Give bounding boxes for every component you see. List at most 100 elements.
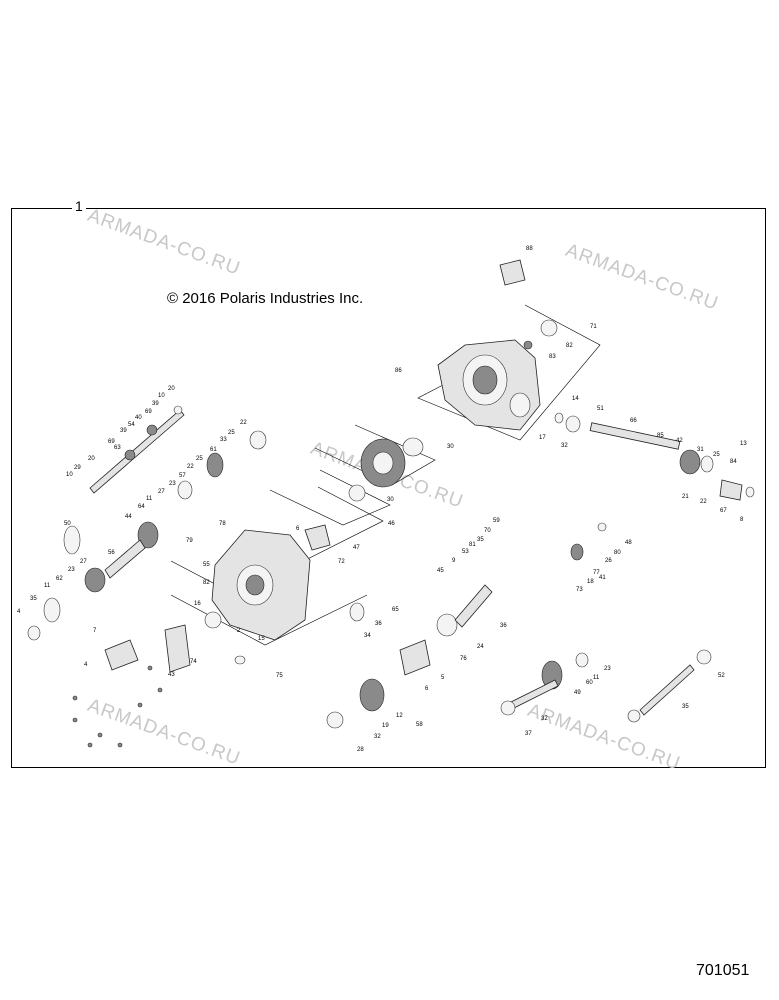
callout: 63 xyxy=(114,445,121,451)
callout: 52 xyxy=(718,673,725,679)
callout: 36 xyxy=(500,623,507,629)
callout: 32 xyxy=(541,716,548,722)
callout: 82 xyxy=(566,343,573,349)
callout: 49 xyxy=(574,690,581,696)
callout: 65 xyxy=(392,607,399,613)
callout: 34 xyxy=(364,633,371,639)
output-shaft-right xyxy=(554,412,755,501)
callout: 27 xyxy=(158,489,165,495)
callout: 84 xyxy=(730,459,737,465)
callout: 22 xyxy=(240,420,247,426)
callout: 12 xyxy=(396,713,403,719)
assembly-reference-number: 1 xyxy=(72,198,86,214)
callout: 35 xyxy=(30,596,37,602)
cover-plate xyxy=(104,624,191,673)
callout: 69 xyxy=(108,439,115,445)
callout: 13 xyxy=(740,441,747,447)
callout: 11 xyxy=(593,675,600,681)
case-group-bracket xyxy=(170,486,384,596)
callout: 72 xyxy=(338,559,345,565)
callout: 74 xyxy=(190,659,197,665)
callout: 59 xyxy=(493,518,500,524)
callout: 54 xyxy=(128,422,135,428)
callout: 32 xyxy=(561,443,568,449)
callout: 75 xyxy=(276,673,283,679)
callout: 48 xyxy=(625,540,632,546)
callout: 14 xyxy=(572,396,579,402)
callout: 4 xyxy=(84,662,88,668)
callout: 20 xyxy=(88,456,95,462)
callout: 36 xyxy=(375,621,382,627)
callout: 41 xyxy=(599,575,606,581)
callout: 70 xyxy=(484,528,491,534)
callout: 20 xyxy=(168,386,175,392)
callout: 69 xyxy=(145,409,152,415)
figure-number: 701051 xyxy=(696,962,750,979)
main-case-center xyxy=(204,524,331,665)
callout: 79 xyxy=(186,538,193,544)
callout: 50 xyxy=(64,521,71,527)
main-case-right xyxy=(437,259,558,431)
callout: 11 xyxy=(146,496,153,502)
callout: 61 xyxy=(210,447,217,453)
callout: 22 xyxy=(187,464,194,470)
callout: 29 xyxy=(74,465,81,471)
callout: 5 xyxy=(441,675,445,681)
callout: 33 xyxy=(220,437,227,443)
lower-right-shafts xyxy=(500,522,712,723)
callout: 47 xyxy=(353,545,360,551)
fastener-cluster xyxy=(72,665,163,748)
callout: 23 xyxy=(68,567,75,573)
callout: 42 xyxy=(676,438,683,444)
case-group-bracket xyxy=(170,594,368,646)
callout: 10 xyxy=(158,393,165,399)
callout: 6 xyxy=(425,686,429,692)
callout: 57 xyxy=(179,473,186,479)
callout: 11 xyxy=(44,583,51,589)
callout: 45 xyxy=(437,568,444,574)
callout: 43 xyxy=(168,672,175,678)
callout: 55 xyxy=(203,562,210,568)
callout: 56 xyxy=(108,550,115,556)
callout: 15 xyxy=(258,636,265,642)
callout: 7 xyxy=(93,628,97,634)
callout: 32 xyxy=(374,734,381,740)
callout: 23 xyxy=(169,481,176,487)
callout: 51 xyxy=(597,406,604,412)
callout: 82 xyxy=(203,580,210,586)
callout: 53 xyxy=(462,549,469,555)
callout: 76 xyxy=(460,656,467,662)
callout: 71 xyxy=(590,324,597,330)
callout: 58 xyxy=(416,722,423,728)
shift-fork-assembly xyxy=(89,405,185,494)
countershaft-gear-stack xyxy=(27,430,267,641)
callout: 18 xyxy=(587,579,594,585)
callout: 2 xyxy=(237,628,241,634)
callout: 30 xyxy=(387,497,394,503)
callout: 40 xyxy=(135,415,142,421)
callout: 39 xyxy=(120,428,127,434)
callout: 66 xyxy=(630,418,637,424)
lower-gear-set xyxy=(326,584,493,729)
callout: 81 xyxy=(469,542,476,548)
callout: 31 xyxy=(697,447,704,453)
callout: 83 xyxy=(549,354,556,360)
callout: 35 xyxy=(477,537,484,543)
callout: 30 xyxy=(447,444,454,450)
callout-labels: 88 71 82 83 86 14 51 66 17 32 85 42 31 2… xyxy=(17,246,747,753)
callout: 23 xyxy=(604,666,611,672)
callout: 67 xyxy=(720,508,727,514)
callout: 10 xyxy=(66,472,73,478)
case-group-bracket xyxy=(417,304,601,441)
callout: 88 xyxy=(526,246,533,252)
callout: 35 xyxy=(682,704,689,710)
callout: 26 xyxy=(605,558,612,564)
callout: 24 xyxy=(477,644,484,650)
callout: 46 xyxy=(388,521,395,527)
callout: 85 xyxy=(657,433,664,439)
callout: 77 xyxy=(593,570,600,576)
callout: 27 xyxy=(80,559,87,565)
callout: 8 xyxy=(740,517,744,523)
